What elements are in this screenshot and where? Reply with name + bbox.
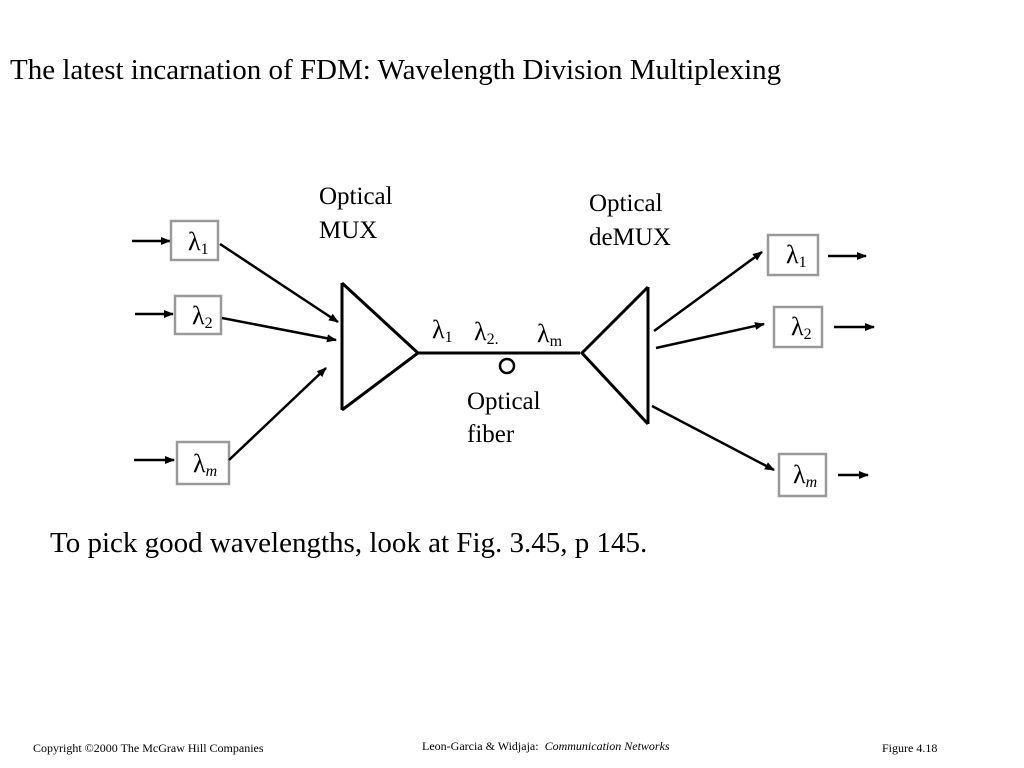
input-box-1 xyxy=(169,219,220,262)
optical-fiber-marker xyxy=(498,357,516,375)
fiber-lambda-1: λ1 xyxy=(432,315,453,346)
footer-citation: Leon-Garcia & Widjaja: Communication Net… xyxy=(422,739,670,754)
fiber-lambda-m: λm xyxy=(537,319,563,350)
slide-title: The latest incarnation of FDM: Wavelengt… xyxy=(10,54,782,86)
input-box-2 xyxy=(173,294,223,336)
input-lambda-2: λ2 xyxy=(192,301,213,332)
demux-output-line-2 xyxy=(655,322,765,350)
footer-book-title: Communication Networks xyxy=(544,739,670,753)
footer-authors: Leon-Garcia & Widjaja: xyxy=(422,739,539,753)
mux-input-line-2 xyxy=(221,316,337,343)
optical-mux xyxy=(340,281,421,412)
output-box-2 xyxy=(772,305,824,349)
output-lambda-2: λ2 xyxy=(791,312,812,343)
mux-input-line-m xyxy=(228,367,327,461)
output-box-1 xyxy=(766,233,820,277)
fiber-label: Optical fiber xyxy=(467,388,547,448)
footer-figure-number: Figure 4.18 xyxy=(882,741,938,755)
wavelength-note: To pick good wavelengths, look at Fig. 3… xyxy=(50,527,648,559)
demux-label: Optical deMUX xyxy=(589,190,671,251)
demux-output-line-m xyxy=(651,404,775,472)
optical-demux xyxy=(579,285,650,426)
footer-copyright: Copyright ©2000 The McGraw Hill Companie… xyxy=(33,741,264,755)
input-lambda-1: λ1 xyxy=(188,227,209,258)
fiber-lambda-2: λ2. xyxy=(474,317,499,348)
demux-output-line-1 xyxy=(653,250,763,333)
input-box-m xyxy=(175,440,231,486)
output-box-m xyxy=(777,452,828,498)
output-lambda-1: λ1 xyxy=(786,240,807,271)
output-lambda-m: λm xyxy=(793,460,817,491)
input-lambda-m: λm xyxy=(193,449,217,480)
mux-input-line-1 xyxy=(219,242,339,324)
mux-label: Optical MUX xyxy=(319,183,399,244)
